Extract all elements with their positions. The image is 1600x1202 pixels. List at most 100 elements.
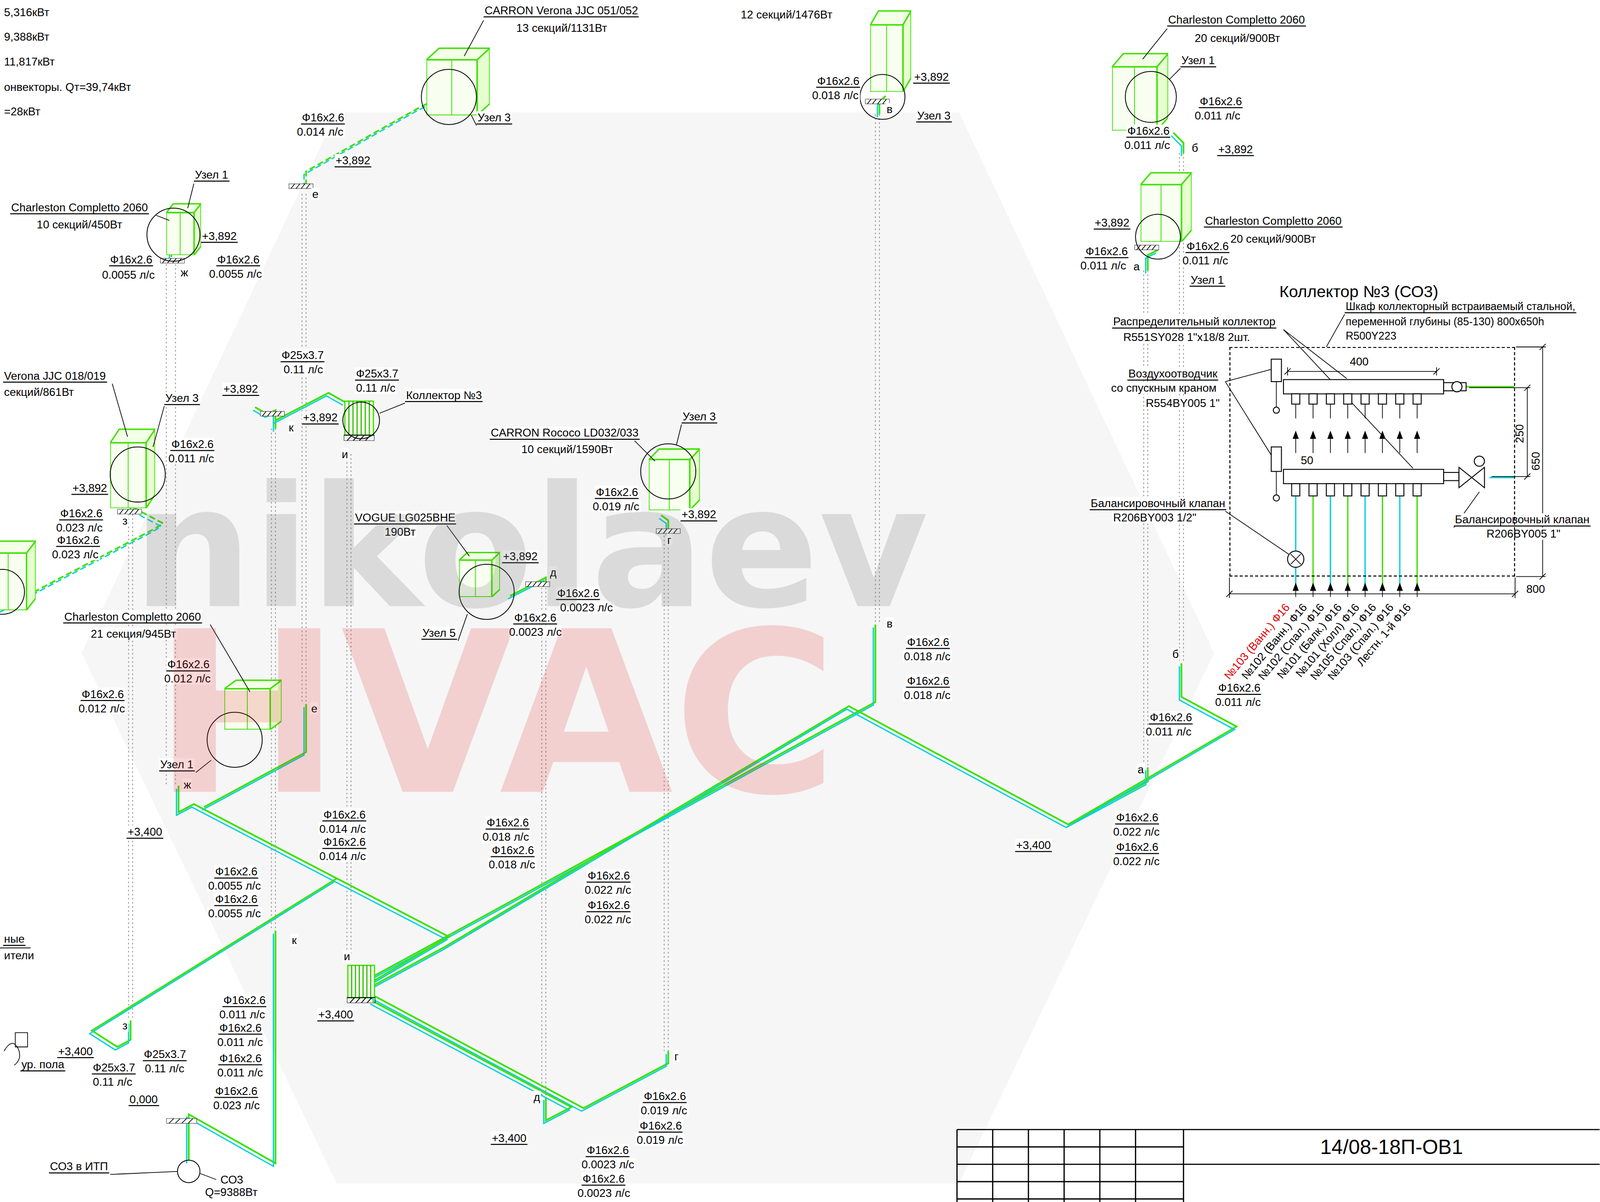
annotation-label: Ф16х2.6 [1115,811,1160,825]
drain-cock [1273,495,1280,502]
dimension-line [1226,577,1518,598]
riser-line [274,428,276,929]
annotation-label: Узел 1 [1180,53,1217,68]
annotation-label: +3,892 [334,154,372,168]
riser-line [132,510,134,1021]
callout-circle [342,401,380,439]
annotation-label: ж [179,266,190,279]
watermark: HVAC [153,602,838,827]
supply-pipe [372,1000,572,1121]
dimension-line [1468,384,1531,480]
annotation-label: +3,892 [680,507,718,522]
annotation-label: Узел 1 [193,168,230,182]
annotation-label: г [673,1050,680,1063]
annotation-label: 10 секций/450Вт [35,218,124,231]
callout-circle [110,447,166,502]
leader-line [471,115,477,126]
annotation-label: Узел 3 [681,410,717,424]
annotation-label: 0.0055 л/с [101,268,156,281]
annotation-label: 0.0023 л/с [580,1158,636,1171]
radiators [0,11,1192,1003]
balancing-valve [1474,455,1485,466]
supply-lines [1313,495,1418,587]
radiator [426,48,490,116]
annotation-label: Ф16х2.6 [222,993,267,1008]
dimension-line [1284,367,1440,376]
annotation-label: 0.023 л/с [54,521,104,534]
annotation-label: Ф16х2.6 [300,111,346,125]
annotation-label: Ф16х2.6 [322,835,367,849]
annotation-label: 0.11 л/с [143,1062,186,1075]
annotation-label: в [885,617,894,630]
annotation-label: к [287,421,295,434]
supply-pipe [1147,250,1159,271]
riser-line [166,260,168,786]
annotation-label: Ф25х3.7 [280,348,325,363]
annotation-label: д [532,1090,542,1104]
leader-line [210,624,251,692]
radiator [224,680,282,730]
outlet-valves [1291,483,1422,496]
annotation-label: Ф16х2.6 [1084,244,1129,259]
annotation-label: +3,400 [57,1044,95,1058]
leader-line [379,403,406,414]
radiator [1140,172,1192,242]
return-manifold [1283,469,1444,484]
annotation-label: Ф16х2.6 [490,843,536,858]
annotation-label: Ф16х2.6 [585,1143,630,1158]
annotation-label: 0.019 л/с [639,1104,689,1117]
annotation-label: Ф16х2.6 [109,252,154,267]
annotation-label: 20 секций/900Вт [1229,232,1318,245]
riser-line [346,453,348,955]
annotation-label: ные [3,932,26,946]
floor-hatch [525,581,550,587]
annotation-label: Узел 3 [164,391,200,406]
annotation-label: Ф16х2.6 [513,611,558,625]
radiator [110,429,156,508]
title-block-grid [956,1129,1600,1199]
annotation-label: 0.022 л/с [1111,825,1161,838]
annotation-label: 5,316кВт [3,5,51,19]
annotation-label: Charleston Completto 2060 [1203,214,1343,228]
annotation-label: к [290,933,298,946]
leader-line [464,20,484,56]
return-pipe [1066,666,1235,828]
annotation-label: 190Вт [383,525,417,538]
annotation-label: з [121,514,129,527]
collector-cabinet: Коллектор №3 (СО3) [1229,346,1516,577]
annotation-label: Ф25х3.7 [143,1047,188,1062]
annotation-label: R206BY005 1" [1485,527,1562,540]
annotation-label: Узел 1 [1189,273,1225,287]
leader-line [676,424,682,445]
leader-line [1169,68,1181,80]
annotation-label: Ф16х2.6 [59,507,104,521]
annotation-label: з [121,1019,129,1032]
annotation-label: +3,400 [126,825,164,839]
annotation-label: 0.011 л/с [218,1008,266,1021]
annotation-label: 0.023 л/с [212,1098,261,1112]
annotation-label: 21 секция/945Вт [89,627,178,640]
riser-line [545,583,547,1097]
callout-circle [0,569,25,615]
annotation-label: СО3 [219,1173,245,1186]
annotation-label: 20 секций/900Вт [1193,31,1282,45]
annotation-label: 0.0055 л/с [208,267,263,280]
annotation-label: 0.022 л/с [1111,854,1161,868]
radiator [166,203,201,256]
riser-line [128,510,130,1021]
annotation-label: Узел 3 [476,111,513,125]
annotation-label: 0.011 л/с [1214,695,1262,709]
vent-stem [1276,471,1278,496]
callout-circle [421,69,477,125]
annotation-label: 400 [1348,355,1370,368]
supply-pipe [1466,385,1515,388]
annotation-label: 0.018 л/с [902,688,952,702]
annotation-label: е [310,701,319,715]
dimension-label: 650 [1529,450,1542,472]
annotation-label: Балансировочный клапан [1089,496,1227,511]
supply-pipe [369,705,1148,988]
annotation-label: Ф16х2.6 [906,635,951,650]
return-pipe [89,881,335,1051]
annotation-label: Ф16х2.6 [1148,710,1194,725]
